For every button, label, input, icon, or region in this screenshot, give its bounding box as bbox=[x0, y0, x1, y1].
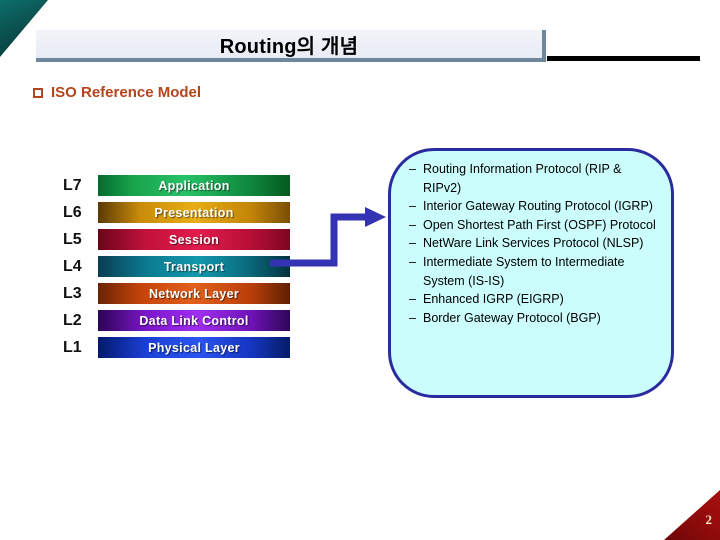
osi-layer-label: Application bbox=[158, 178, 230, 193]
osi-level-label: L1 bbox=[63, 338, 82, 356]
title-horizontal-rule bbox=[547, 56, 700, 61]
osi-layer-row: L6 Presentation bbox=[58, 199, 290, 226]
protocol-dash-bullet: – bbox=[409, 310, 416, 325]
protocol-name: Interior Gateway Routing Protocol (IGRP) bbox=[423, 199, 653, 214]
osi-level-label: L3 bbox=[63, 284, 82, 302]
protocol-name: Intermediate System to Intermediate Syst… bbox=[423, 254, 625, 288]
protocol-dash-bullet: – bbox=[409, 199, 416, 214]
osi-layer-bar-physical-layer: Physical Layer bbox=[98, 337, 290, 358]
osi-layer-row: L3 Network Layer bbox=[58, 280, 290, 307]
protocol-list-item: –Open Shortest Path First (OSPF) Protoco… bbox=[409, 216, 657, 235]
osi-layer-row: L4 Transport bbox=[58, 253, 290, 280]
protocol-name: Routing Information Protocol (RIP & RIPv… bbox=[423, 162, 622, 195]
protocol-list-item: –Intermediate System to Intermediate Sys… bbox=[409, 253, 657, 290]
osi-layer-label: Session bbox=[168, 232, 220, 247]
protocol-list-item: –Enhanced IGRP (EIGRP) bbox=[409, 290, 657, 309]
protocol-list-item: –Routing Information Protocol (RIP & RIP… bbox=[409, 160, 657, 197]
osi-level-label: L7 bbox=[63, 176, 82, 194]
osi-layer-row: L1 Physical Layer bbox=[58, 334, 290, 361]
protocol-name: NetWare Link Services Protocol (NLSP) bbox=[423, 236, 644, 251]
protocol-name: Enhanced IGRP (EIGRP) bbox=[423, 292, 564, 307]
hollow-square-bullet-icon bbox=[33, 87, 43, 98]
protocol-list-item: –Interior Gateway Routing Protocol (IGRP… bbox=[409, 197, 657, 216]
slide-title-box: Routing의 개념 bbox=[36, 30, 546, 62]
osi-layer-bar-session: Session bbox=[98, 229, 290, 250]
protocol-dash-bullet: – bbox=[409, 217, 416, 232]
osi-layer-bar-application: Application bbox=[98, 175, 290, 196]
osi-layer-bar-network-layer: Network Layer bbox=[98, 283, 290, 304]
osi-layer-label: Physical Layer bbox=[148, 340, 240, 355]
protocol-dash-bullet: – bbox=[409, 254, 416, 269]
osi-level-label: L4 bbox=[63, 257, 82, 275]
osi-layer-bar-data-link-control: Data Link Control bbox=[98, 310, 290, 331]
page-number: 2 bbox=[705, 512, 713, 527]
osi-layer-label: Network Layer bbox=[148, 286, 240, 301]
protocol-name: Border Gateway Protocol (BGP) bbox=[423, 310, 601, 325]
osi-layer-row: L5 Session bbox=[58, 226, 290, 253]
osi-level-label: L5 bbox=[63, 230, 82, 248]
protocol-name: Open Shortest Path First (OSPF) Protocol bbox=[423, 217, 656, 232]
protocol-list-item: –Border Gateway Protocol (BGP) bbox=[409, 309, 657, 328]
osi-layer-label: Presentation bbox=[154, 205, 234, 220]
protocol-dash-bullet: – bbox=[409, 162, 416, 176]
page-title: Routing의 개념 bbox=[219, 35, 359, 58]
osi-layer-bar-transport: Transport bbox=[98, 256, 290, 277]
osi-layer-row: L7 Application bbox=[58, 172, 290, 199]
osi-layer-label: Data Link Control bbox=[139, 313, 249, 328]
routing-protocols-callout: –Routing Information Protocol (RIP & RIP… bbox=[388, 148, 674, 398]
osi-level-label: L2 bbox=[63, 311, 82, 329]
osi-layer-bar-presentation: Presentation bbox=[98, 202, 290, 223]
section-heading-label: ISO Reference Model bbox=[51, 84, 202, 101]
section-heading: ISO Reference Model bbox=[33, 84, 201, 101]
protocol-dash-bullet: – bbox=[409, 236, 416, 251]
osi-level-label: L6 bbox=[63, 203, 82, 221]
protocol-list-item: –NetWare Link Services Protocol (NLSP) bbox=[409, 234, 657, 253]
osi-layer-label: Transport bbox=[163, 259, 225, 274]
osi-layer-row: L2 Data Link Control bbox=[58, 307, 290, 334]
protocol-dash-bullet: – bbox=[409, 292, 416, 307]
